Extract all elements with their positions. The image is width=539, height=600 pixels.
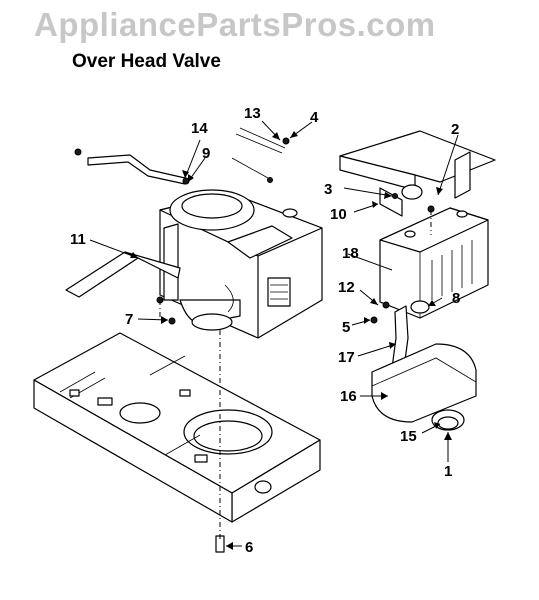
part-6-bolt: [215, 535, 225, 553]
chassis-frame: [33, 332, 321, 523]
muffler-bracket: [339, 130, 496, 217]
site-watermark: AppliancePartsPros.com: [34, 6, 436, 43]
callout-8: 8: [452, 290, 460, 307]
callout-leaders: [89, 120, 459, 550]
callout-3: 3: [324, 181, 332, 198]
callout-6: 6: [245, 539, 253, 556]
callout-12: 12: [338, 279, 355, 296]
callout-13: 13: [244, 105, 261, 122]
callout-17: 17: [338, 349, 355, 366]
callout-9: 9: [202, 145, 210, 162]
callout-11: 11: [70, 231, 86, 248]
part-14-rod: [74, 148, 190, 185]
exhaust-parts: [370, 300, 477, 431]
engine-assembly: [156, 189, 323, 339]
callout-1: 1: [444, 463, 452, 480]
callout-7: 7: [125, 311, 133, 328]
callout-5: 5: [342, 319, 350, 336]
callout-15: 15: [400, 428, 417, 445]
callout-16: 16: [340, 388, 357, 405]
callout-4: 4: [310, 109, 319, 126]
part-7-bolt: [168, 317, 176, 325]
diagram-title: Over Head Valve: [72, 51, 221, 72]
part-13-cable: [231, 127, 290, 183]
callout-14: 14: [191, 120, 208, 137]
alignment-lines: [159, 210, 432, 540]
callout-18: 18: [342, 245, 359, 262]
callout-10: 10: [330, 206, 347, 223]
part-18-heat-shield: [379, 207, 489, 319]
callout-labels: 14 9 13 4 2 3 10 11 18 12 8 7 5 17 16 15…: [70, 105, 460, 556]
callout-2: 2: [451, 121, 459, 138]
